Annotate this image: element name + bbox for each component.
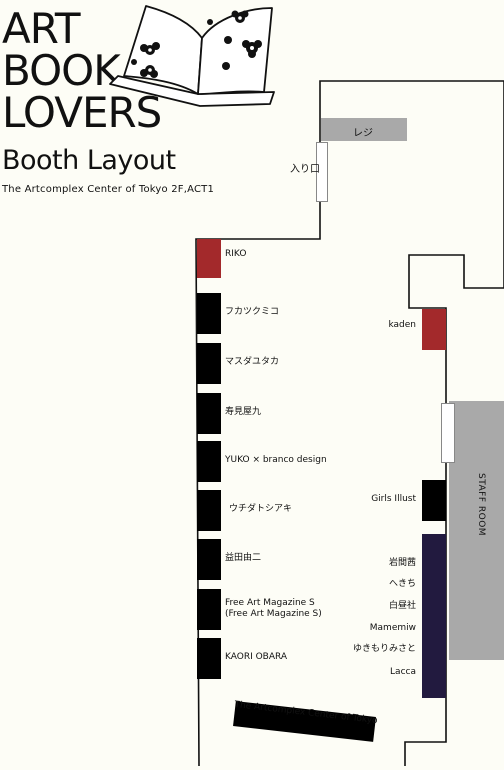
booth-left-3[interactable] [197,343,221,384]
subtitle: Booth Layout [2,145,176,176]
booth-label-group-2: へきち [388,579,416,589]
booth-group-right[interactable] [422,534,446,698]
booth-label-group-5: ゆきもりみさと [352,644,416,654]
booth-label-group-3: 白昼社 [388,601,416,611]
booth-left-2[interactable] [197,293,221,334]
booth-label-left-6: ウチダトシアキ [229,504,293,514]
register-label: レジ [353,128,373,139]
booth-label-left-8: Free Art Magazine S (Free Art Magazine S… [225,597,322,619]
booth-label-left-4: 寿見屋九 [225,407,262,417]
booth-label-kaden: kaden [388,320,416,330]
title-book: BOOK [2,46,121,95]
booth-label-left-3: マスダユタカ [225,357,280,367]
booth-left-7[interactable] [197,539,221,580]
booth-left-5[interactable] [197,441,221,482]
booth-label-left-5: YUKO × branco design [225,455,327,465]
staff-room-label: STAFF ROOM [476,473,486,537]
booth-label-left-2: フカツクミコ [225,307,280,317]
booth-label-group-1: 岩間茜 [388,558,416,568]
entrance-door [316,142,328,202]
booth-kaden[interactable] [422,309,446,350]
venue-name: The Artcomplex Center of Tokyo 2F,ACT1 [2,184,215,195]
booth-left-8[interactable] [197,589,221,630]
entrance-label: 入り口 [290,164,320,175]
booth-label-girls-illust: Girls Illust [371,494,416,504]
booth-label-left-7: 益田由二 [225,553,262,563]
register-counter [321,118,407,141]
booth-label-group-4: Mamemiw [369,623,416,633]
open-book-icon [109,5,275,107]
booth-label-group-6: Lacca [390,667,416,677]
staff-room [449,401,504,660]
booth-left-4[interactable] [197,393,221,434]
booth-left-1[interactable] [197,239,221,278]
booth-label-left-1: RIKO [225,249,247,259]
booth-left-6[interactable] [197,490,221,531]
title-lovers: LOVERS [2,88,162,137]
booth-left-9[interactable] [197,638,221,679]
booth-girls-illust[interactable] [422,480,446,521]
booth-label-left-9: KAORI OBARA [225,652,288,662]
staff-room-door [441,403,455,463]
title-art: ART [2,4,81,53]
